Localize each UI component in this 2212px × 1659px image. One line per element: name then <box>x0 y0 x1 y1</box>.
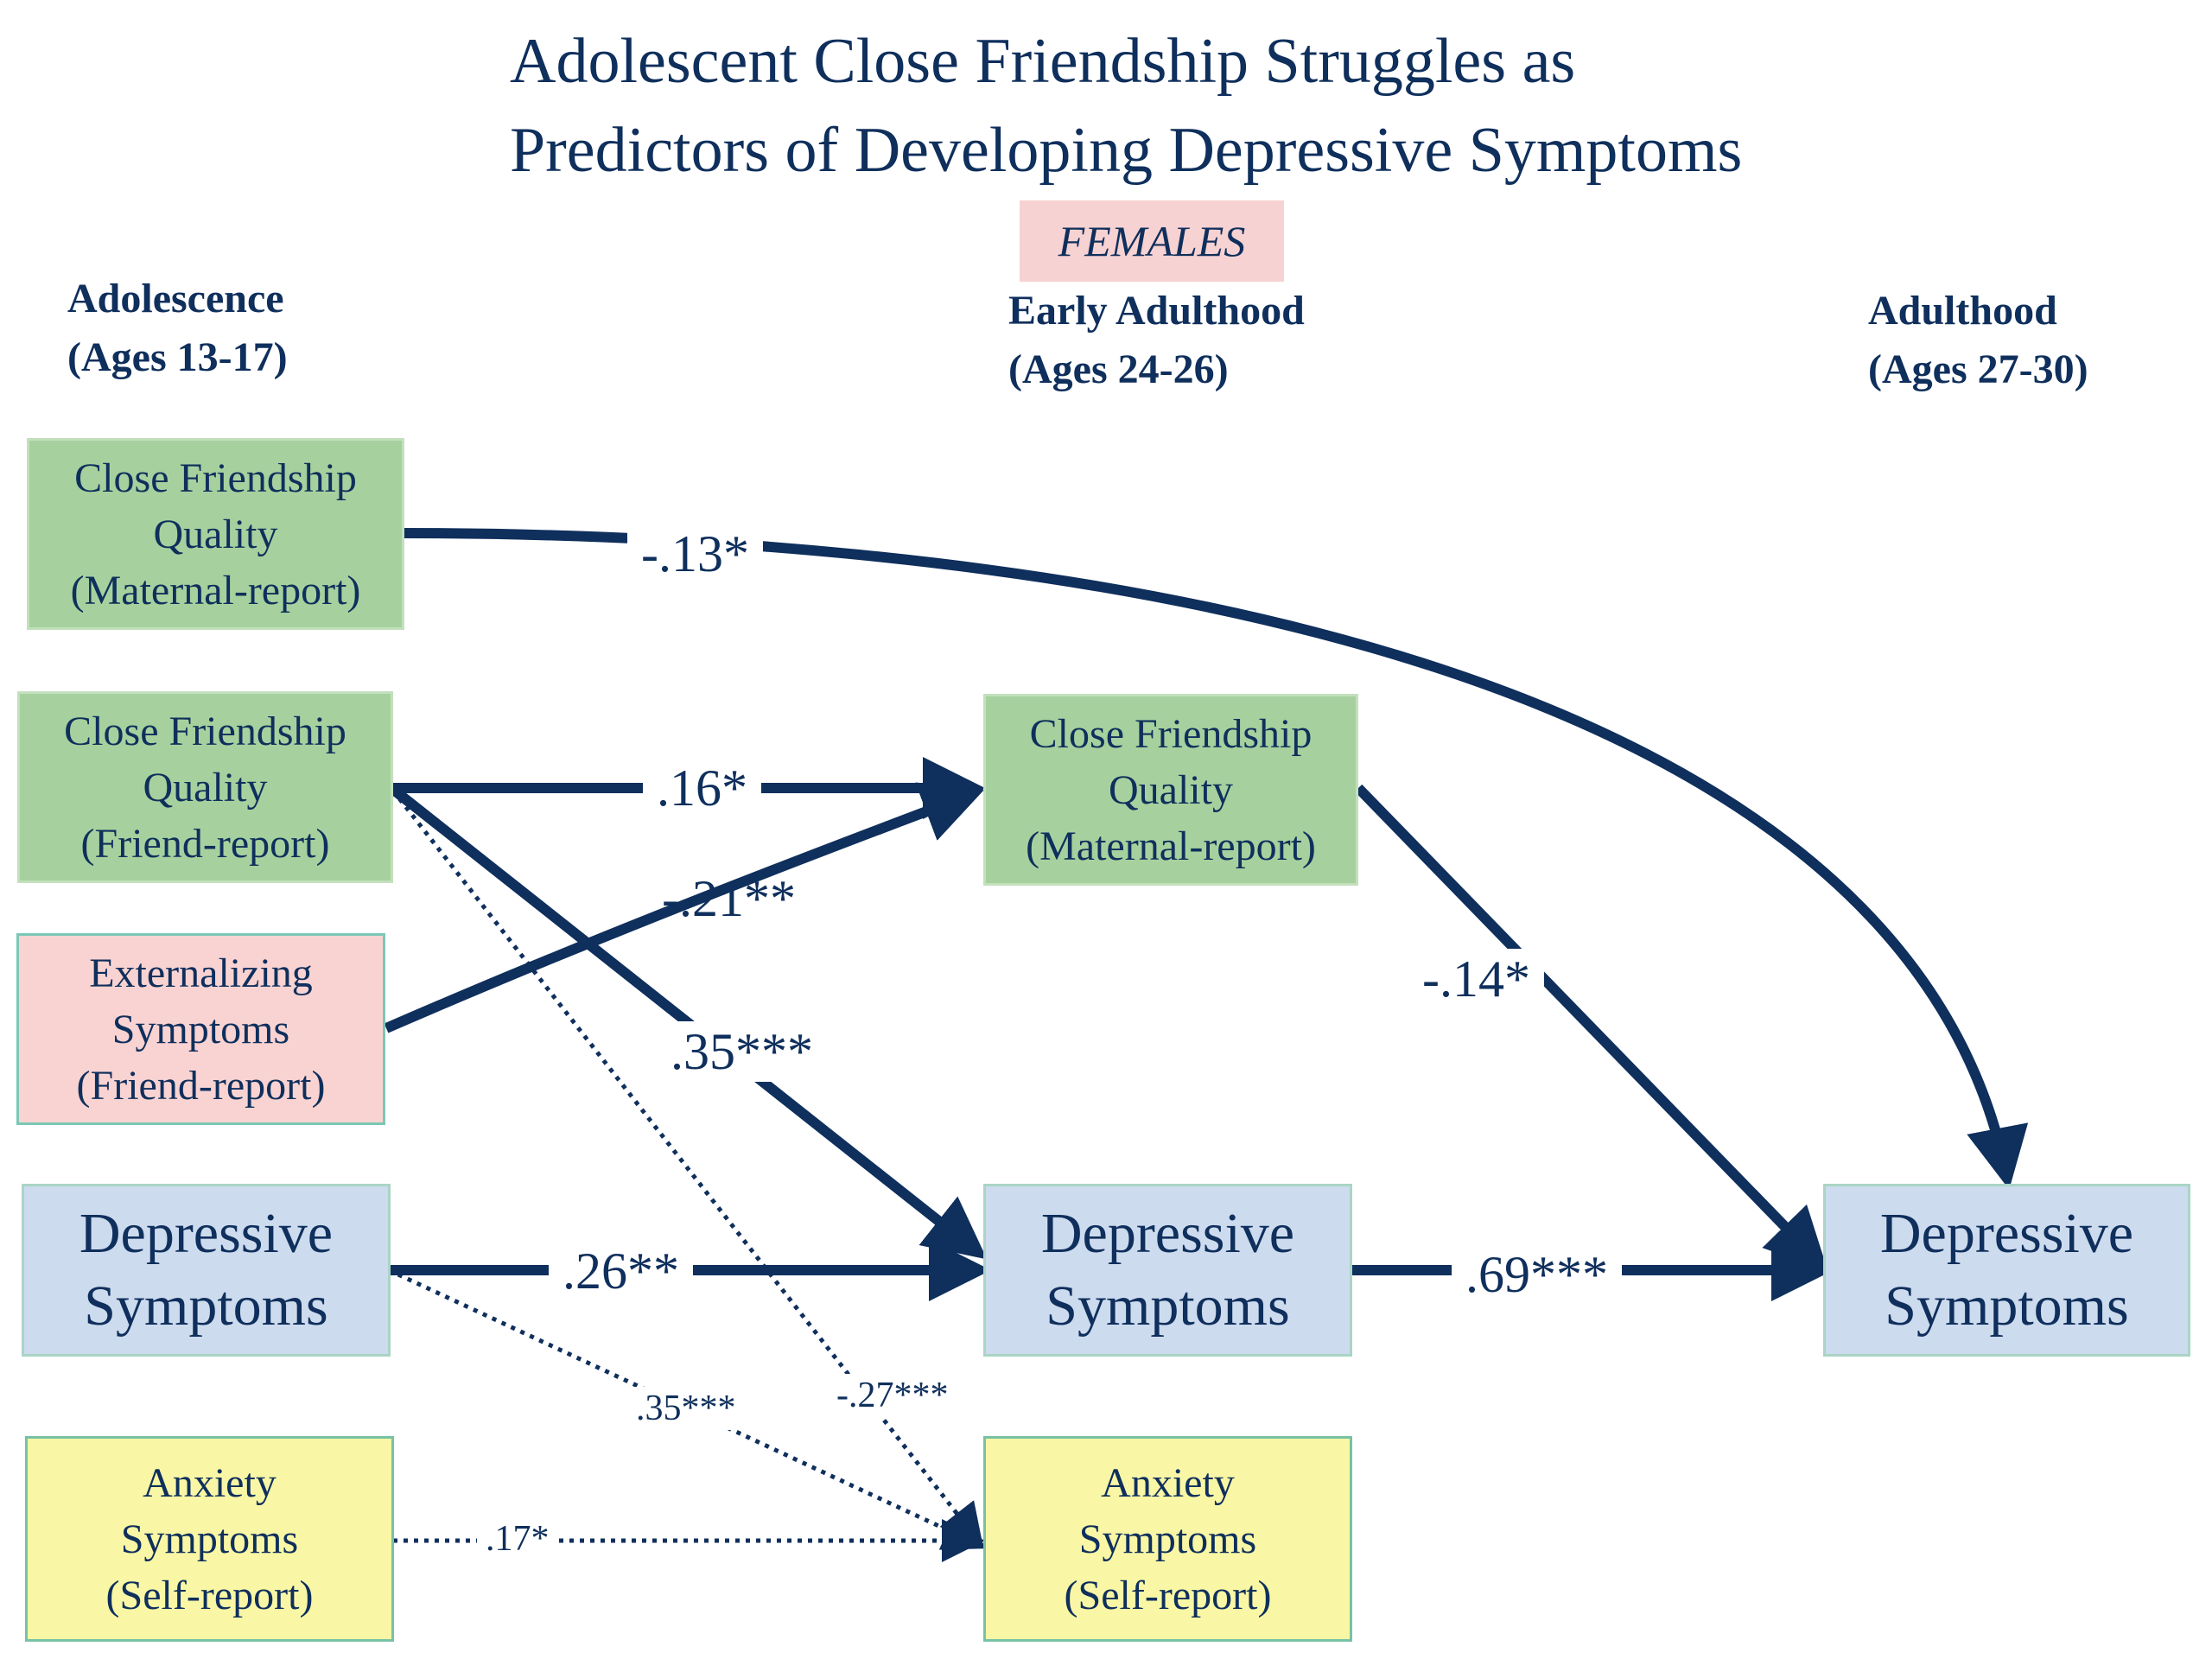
box-anxiety-adolescence: Anxiety Symptoms (Self-report) <box>25 1436 394 1642</box>
box-line: Anxiety <box>1101 1459 1235 1506</box>
coef-cfq-early-to-dep-adult: -.14* <box>1408 949 1544 1009</box>
box-line: Symptoms <box>1078 1516 1257 1562</box>
box-depressive-adolescence: Depressive Symptoms <box>22 1184 391 1357</box>
box-line: (Friend-report) <box>80 820 330 867</box>
box-line: (Self-report) <box>105 1572 314 1618</box>
box-externalizing-adolescence: Externalizing Symptoms (Friend-report) <box>16 933 385 1125</box>
box-line: Externalizing <box>89 950 313 996</box>
box-line: Anxiety <box>143 1459 276 1506</box>
box-cfq-maternal-early-adulthood: Close Friendship Quality (Maternal-repor… <box>983 694 1358 886</box>
box-cfq-friend-adolescence: Close Friendship Quality (Friend-report) <box>17 691 393 883</box>
box-line: Quality <box>1109 766 1233 813</box>
stage-ages: (Ages 13-17) <box>67 334 288 380</box>
box-anxiety-early-adulthood: Anxiety Symptoms (Self-report) <box>983 1436 1352 1642</box>
box-line: Close Friendship <box>74 454 357 501</box>
coef-anx-adol-to-anx-early: .17* <box>477 1517 558 1560</box>
coef-cfq-maternal-to-dep-adult: -.13* <box>627 524 763 584</box>
coef-externalizing-to-cfq-early: -.21** <box>662 870 796 927</box>
stage-header-adulthood: Adulthood (Ages 27-30) <box>1868 282 2088 399</box>
box-line: Depressive <box>1040 1202 1295 1265</box>
box-line: Close Friendship <box>64 708 346 754</box>
box-depressive-adulthood: Depressive Symptoms <box>1823 1184 2190 1357</box>
box-line: Depressive <box>79 1202 334 1265</box>
title-line-2: Predictors of Developing Depressive Symp… <box>510 115 1743 186</box>
coef-dep-adol-to-anx-early: .35*** <box>627 1387 745 1430</box>
path-cfq-friend-to-anx-early <box>391 789 984 1548</box>
stage-header-early-adulthood: Early Adulthood (Ages 24-26) <box>1008 282 1305 399</box>
stage-header-adolescence: Adolescence (Ages 13-17) <box>67 270 288 387</box>
box-line: Symptoms <box>84 1274 328 1338</box>
box-depressive-early-adulthood: Depressive Symptoms <box>983 1184 1352 1357</box>
stage-name: Adulthood <box>1868 288 2057 334</box>
stage-name: Adolescence <box>67 276 284 321</box>
box-line: (Friend-report) <box>76 1062 326 1109</box>
box-line: Quality <box>143 764 268 810</box>
coef-dep-adol-to-dep-early: .26** <box>549 1241 693 1301</box>
box-line: Symptoms <box>111 1006 290 1052</box>
box-line: Symptoms <box>1046 1274 1290 1338</box>
coef-cfq-friend-to-dep-early: .35*** <box>657 1021 827 1082</box>
box-cfq-maternal-adolescence: Close Friendship Quality (Maternal-repor… <box>27 438 404 630</box>
box-line: Symptoms <box>1885 1274 2129 1338</box>
box-line: (Maternal-report) <box>70 567 361 613</box>
stage-name: Early Adulthood <box>1008 288 1305 334</box>
box-line: (Maternal-report) <box>1026 823 1316 869</box>
coef-dep-early-to-dep-adult: .69*** <box>1452 1244 1622 1305</box>
group-badge: FEMALES <box>1020 200 1284 282</box>
box-line: (Self-report) <box>1064 1572 1272 1618</box>
box-line: Symptoms <box>120 1516 299 1562</box>
coef-cfq-friend-to-cfq-early: .16* <box>643 758 761 818</box>
page-title: Adolescent Close Friendship Struggles as… <box>510 17 2065 195</box>
title-line-1: Adolescent Close Friendship Struggles as <box>510 26 1576 97</box>
box-line: Quality <box>153 511 278 557</box>
box-line: Close Friendship <box>1029 710 1313 757</box>
path-cfq-early-to-dep-adult <box>1354 784 1828 1271</box>
stage-ages: (Ages 27-30) <box>1868 346 2088 392</box>
stage-ages: (Ages 24-26) <box>1008 346 1229 392</box>
path-externalizing-to-cfq-early <box>384 782 985 1033</box>
box-line: Depressive <box>1879 1202 2134 1265</box>
path-cfq-friend-to-dep-early <box>388 784 988 1260</box>
coef-cfq-friend-to-anx-early: -.27*** <box>828 1374 957 1417</box>
